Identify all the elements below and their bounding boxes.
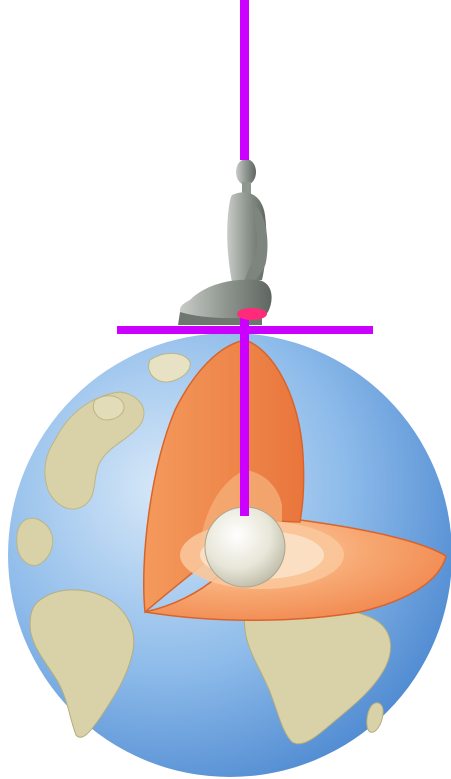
vertical-axis-line-lower bbox=[240, 312, 249, 516]
land-europe bbox=[93, 396, 124, 420]
seated-figure bbox=[178, 159, 272, 325]
figure-head bbox=[236, 159, 256, 185]
contact-point bbox=[237, 308, 267, 320]
inner-core bbox=[205, 507, 285, 587]
vertical-axis-line-upper bbox=[240, 0, 249, 160]
